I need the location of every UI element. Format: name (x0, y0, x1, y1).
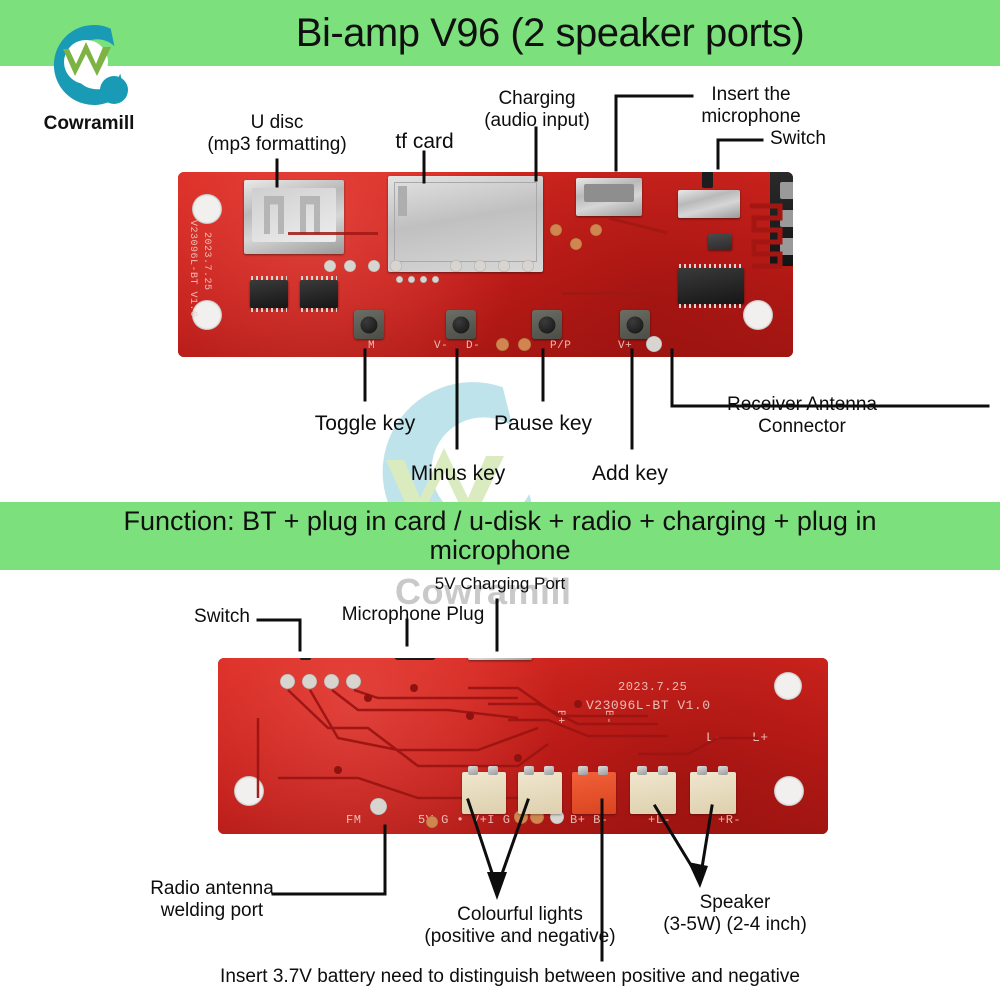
microphone-plug-component (394, 658, 436, 660)
callout-tf-card: tf card (395, 130, 454, 153)
switch-lever[interactable] (702, 172, 713, 188)
callout-receiver-antenna: Receiver Antenna Connector (727, 394, 877, 438)
callout-toggle-key: Toggle key (314, 412, 416, 435)
callout-insert-microphone: Insert the microphone (701, 84, 801, 128)
silk-date-bottom: 2023.7.25 (618, 680, 688, 694)
charging-port-component (468, 658, 532, 660)
pcb-antenna-trace (750, 203, 783, 269)
callout-charging-port: 5V Charging Port (434, 574, 566, 593)
switch-lever-bottom[interactable] (300, 658, 311, 660)
function-line-2: microphone (429, 535, 571, 565)
callout-battery-note: Insert 3.7V battery need to distinguish … (220, 966, 800, 987)
callout-charging: Charging (audio input) (484, 88, 590, 132)
minus-key-button[interactable] (446, 310, 476, 339)
silk-power-row: 5V G • V+I G (418, 813, 511, 827)
pcb-bottom-view: 2023.7.25 V23096L-BT V1.0 FM 5V G • V+I … (218, 658, 828, 834)
terminal-speaker-left (630, 766, 676, 814)
silk-model-bottom: V23096L-BT V1.0 (586, 698, 711, 713)
callout-add-key: Add key (592, 462, 668, 485)
cowramill-logo-icon (53, 24, 128, 105)
crystal-oscillator (708, 234, 732, 250)
callout-microphone-plug: Microphone Plug (341, 604, 485, 625)
power-ic-2 (300, 276, 338, 312)
power-ic-1 (250, 276, 288, 312)
silk-pad-pp: P/P (550, 340, 572, 352)
silk-pad-m: M (368, 340, 376, 352)
callout-switch-bottom: Switch (194, 606, 250, 627)
silk-pad-vminus: V- (434, 340, 449, 352)
callout-radio-antenna: Radio antenna welding port (150, 878, 274, 922)
tf-card-slot (388, 176, 543, 272)
terminal-battery (572, 766, 616, 814)
page-title: Bi-amp V96 (2 speaker ports) (295, 10, 805, 55)
silk-right-speaker: +R- (718, 813, 742, 827)
add-key-button[interactable] (620, 310, 650, 339)
function-line-1: Function: BT + plug in card / u-disk + r… (123, 506, 877, 537)
silk-pad-vplus: V+ (618, 340, 633, 352)
silk-battery: B+ B- (570, 813, 609, 827)
function-banner: Function: BT + plug in card / u-disk + r… (0, 502, 1000, 570)
callout-minus-key: Minus key (410, 462, 506, 485)
silk-pad-dminus: D- (466, 340, 481, 352)
micro-usb-port (576, 178, 642, 216)
toggle-key-button[interactable] (354, 310, 384, 339)
silk-l-plus: L+ (752, 730, 769, 745)
callout-colourful-lights: Colourful lights (positive and negative) (424, 904, 616, 948)
callout-u-disc: U disc (mp3 formatting) (207, 112, 347, 156)
callout-speaker: Speaker (3-5W) (2-4 inch) (663, 892, 807, 936)
callout-pause-key: Pause key (493, 412, 593, 435)
callout-switch-top: Switch (770, 128, 826, 149)
pause-key-button[interactable] (532, 310, 562, 339)
silk-fm: FM (346, 813, 362, 827)
power-slide-switch[interactable] (678, 190, 740, 218)
brand-name: Cowramill (43, 113, 135, 134)
pcb-top-view: 2023.7.25 V23096L-BT V1.0 (178, 172, 793, 357)
amplifier-ic (678, 264, 744, 308)
title-banner: Bi-amp V96 (2 speaker ports) (0, 0, 1000, 66)
brand-logo: Cowramill (24, 18, 154, 135)
